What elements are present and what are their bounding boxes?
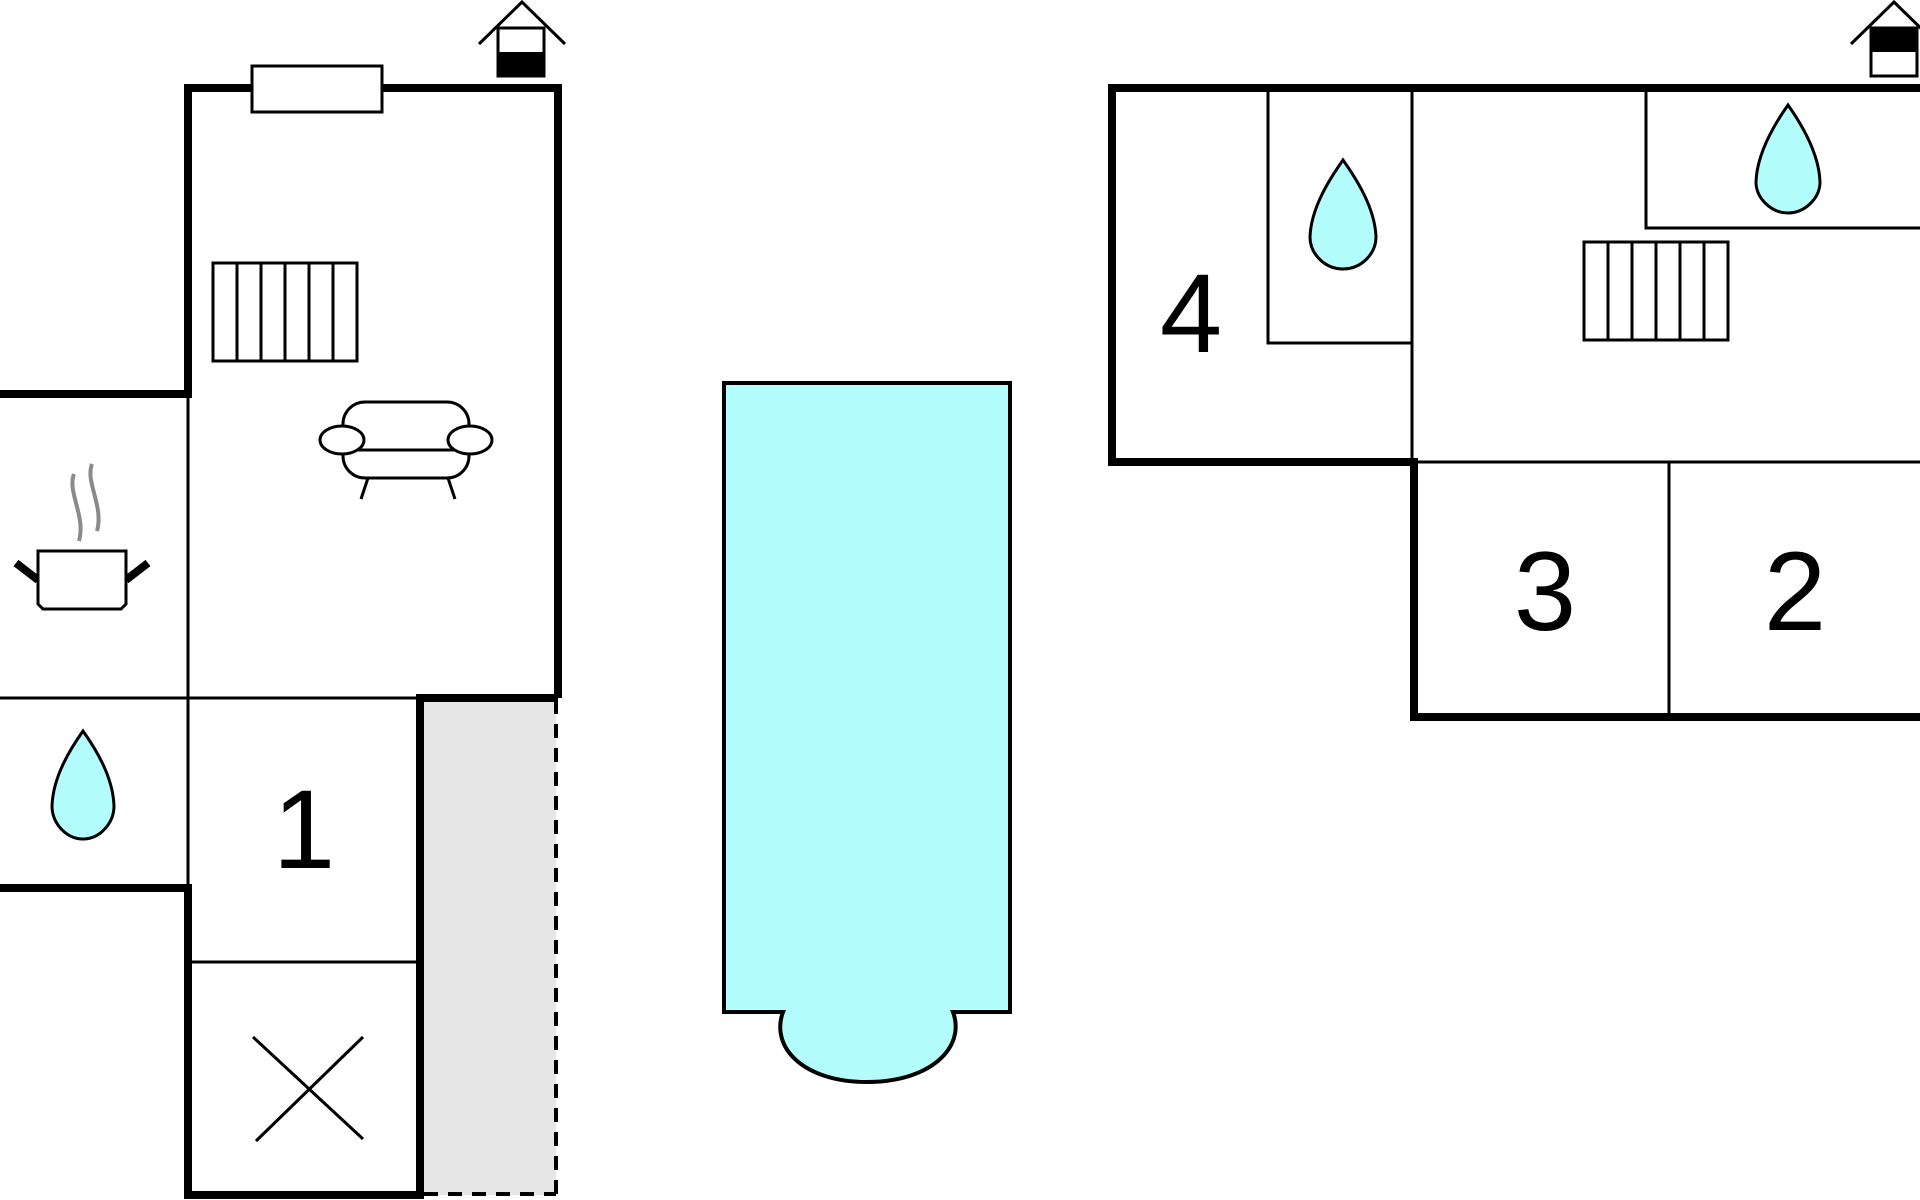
house-entrance-icon	[1849, 0, 1920, 78]
radiator-icon	[1582, 240, 1730, 342]
water-drop-icon	[50, 728, 116, 841]
radiator-icon	[211, 261, 359, 363]
outer-wall	[0, 884, 420, 1199]
cooking-pot-icon	[13, 463, 151, 611]
room-number-4: 4	[1160, 251, 1222, 376]
water-drop-icon	[1754, 102, 1822, 215]
outer-wall	[0, 84, 562, 698]
house-entrance-icon	[477, 0, 567, 78]
sofa-icon	[318, 400, 494, 500]
room-number-2: 2	[1764, 529, 1826, 654]
swimming-pool	[722, 381, 1012, 1085]
unused-room-cross-icon	[251, 1035, 365, 1143]
room-number-3: 3	[1514, 529, 1576, 654]
terrace-area	[424, 702, 556, 1195]
interior-wall	[1266, 88, 1412, 345]
window-icon	[250, 64, 384, 114]
right-building: 4 3 2	[1108, 0, 1920, 721]
interior-wall	[1644, 88, 1920, 230]
left-building: 1	[0, 0, 567, 1199]
room-number-1: 1	[273, 767, 335, 892]
water-drop-icon	[1308, 157, 1378, 271]
